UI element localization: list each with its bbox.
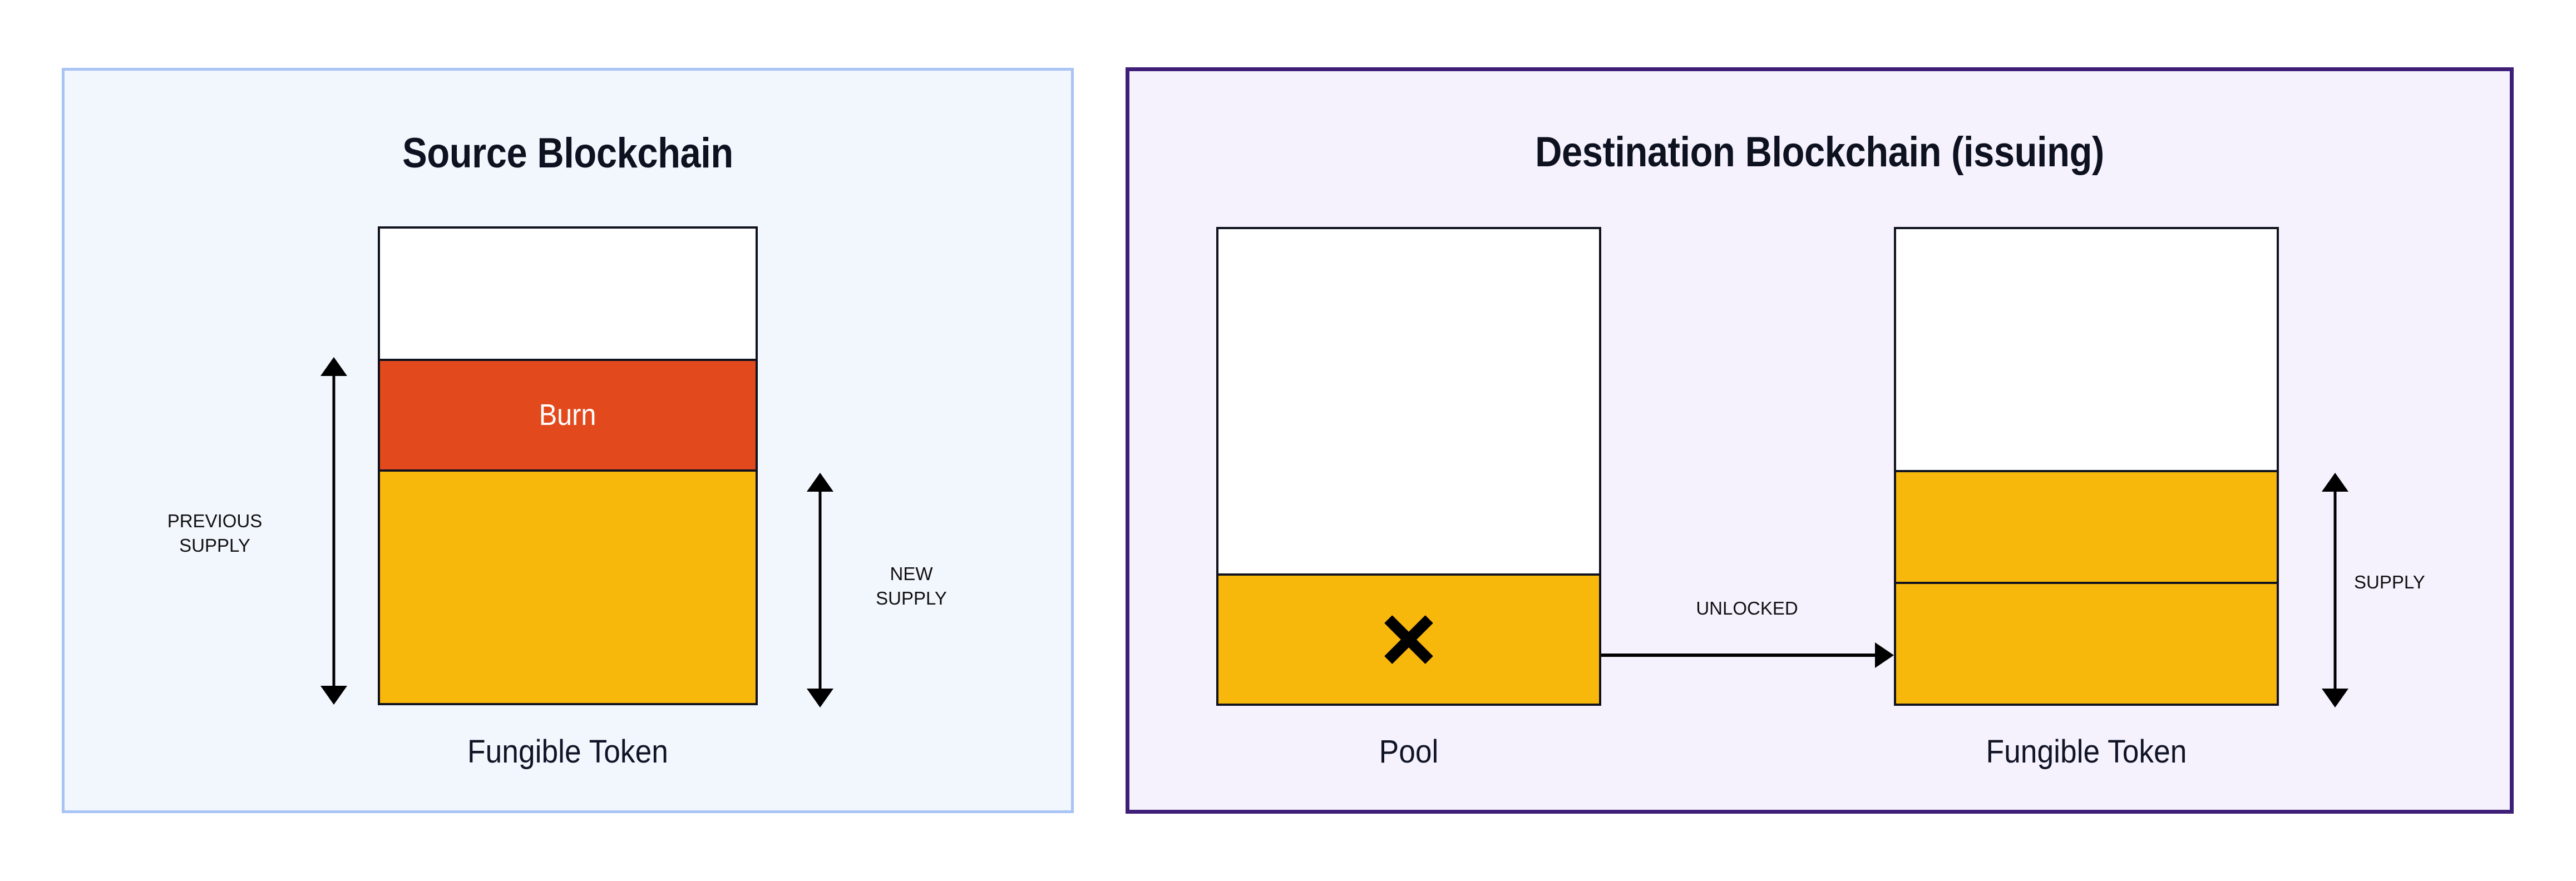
arrow-head-down-icon (320, 686, 347, 705)
burn-segment-label: Burn (539, 398, 596, 432)
arrow-head-up-icon (320, 357, 347, 376)
arrow-stem (332, 374, 335, 688)
supply-label: SUPPLY (2354, 572, 2425, 592)
arrow-head-right-icon (1875, 642, 1894, 668)
source-fungible-token-bar: Burn (378, 226, 758, 705)
arrow-head-up-icon (2322, 473, 2348, 492)
cross-icon (1384, 615, 1433, 664)
new-supply-measure-arrow (807, 473, 833, 707)
previous-supply-measure-arrow (320, 357, 347, 705)
arrow-stem (1601, 654, 1877, 657)
destination-bar-caption: Fungible Token (1986, 734, 2187, 770)
arrow-head-down-icon (2322, 689, 2348, 707)
new-supply-label: NEW SUPPLY (876, 563, 947, 608)
unlocked-flow-label: UNLOCKED (1696, 598, 1798, 618)
destination-fungible-token-bar (1894, 227, 2279, 706)
pool-bar-caption: Pool (1379, 734, 1439, 770)
source-bar-caption: Fungible Token (467, 734, 668, 770)
arrow-head-up-icon (807, 473, 833, 492)
destination-panel-title: Destination Blockchain (issuing) (1535, 128, 2104, 176)
arrow-stem (2333, 489, 2337, 691)
pool-segment-empty (1218, 229, 1599, 574)
arrow-stem (818, 489, 822, 691)
supply-measure-arrow (2322, 473, 2348, 707)
pool-bar (1216, 227, 1601, 706)
previous-supply-label: PREVIOUS SUPPLY (167, 511, 263, 556)
source-segment-burn: Burn (380, 358, 756, 472)
arrow-head-down-icon (807, 689, 833, 707)
destination-segment-empty-headroom (1896, 229, 2277, 470)
pool-segment-locked (1218, 573, 1599, 704)
source-segment-empty-headroom (380, 229, 756, 359)
source-panel-title: Source Blockchain (402, 130, 733, 177)
destination-segment-unlocked-supply (1896, 582, 2277, 704)
unlocked-flow-arrow (1601, 642, 1894, 668)
destination-segment-existing-supply (1896, 469, 2277, 582)
source-segment-remaining-supply (380, 471, 756, 703)
